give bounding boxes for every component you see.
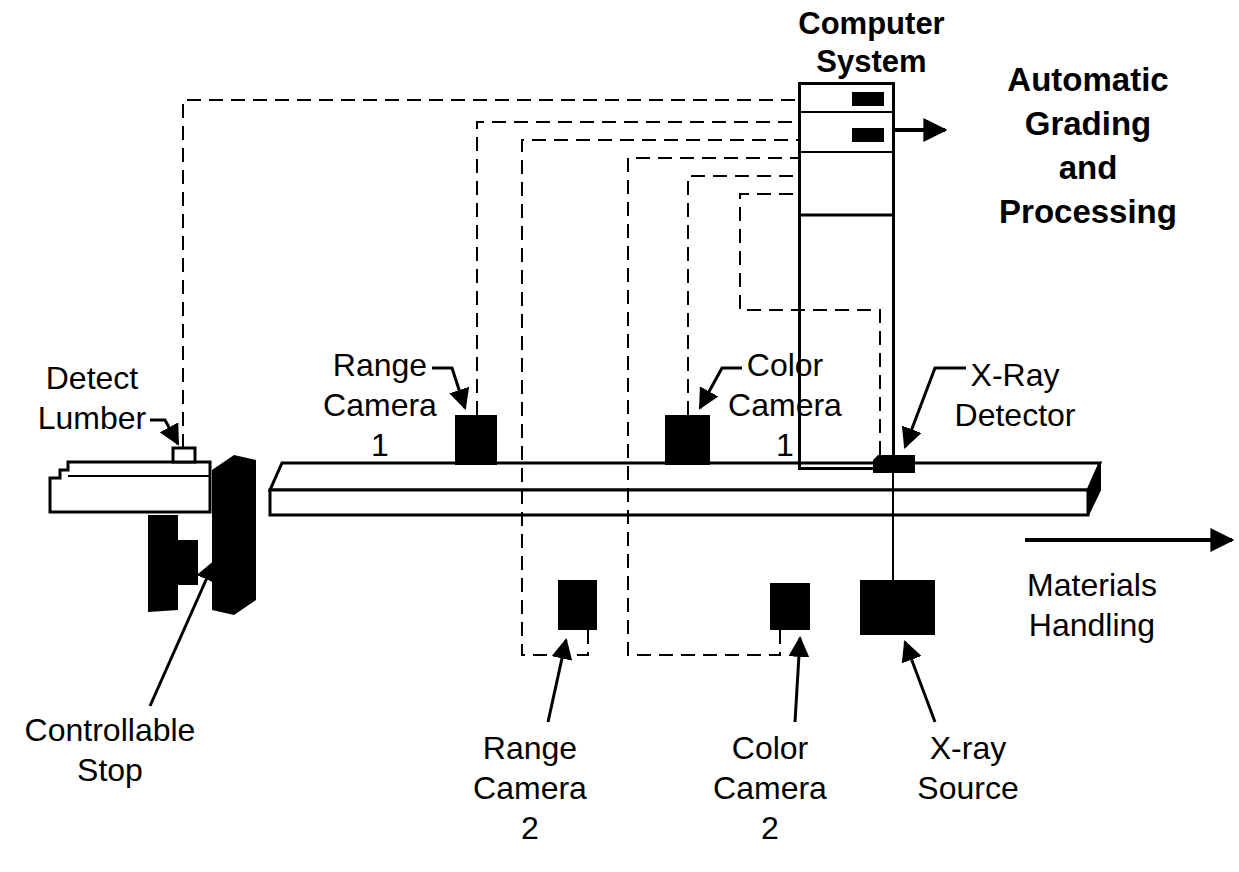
drive-slot bbox=[852, 92, 884, 106]
callout-label: Range Camera 1 bbox=[317, 345, 443, 465]
callout-label: Materials Handling bbox=[1020, 565, 1165, 645]
callout-label: Color Camera 2 bbox=[707, 728, 833, 848]
board-edge bbox=[68, 475, 210, 477]
callout-arrow bbox=[548, 640, 566, 722]
output-arrow bbox=[895, 128, 945, 132]
shelf-line bbox=[798, 151, 895, 153]
callout-label: Color Camera 1 bbox=[722, 345, 848, 465]
node-heading: Computer System bbox=[787, 5, 957, 81]
callout-arrow bbox=[432, 368, 465, 408]
shelf-line bbox=[798, 111, 895, 113]
cabinet-detail bbox=[798, 92, 895, 215]
callout-arrow bbox=[905, 642, 935, 722]
callout-label: Detect Lumber bbox=[22, 358, 162, 438]
controllable-stop bbox=[212, 455, 256, 615]
callout-label: X-ray Source bbox=[908, 728, 1028, 808]
drive-slot bbox=[852, 128, 884, 142]
lumber-sensor bbox=[173, 448, 195, 462]
callout-arrow bbox=[150, 420, 178, 444]
callout-arrow bbox=[150, 562, 214, 706]
color-camera bbox=[770, 583, 810, 630]
incoming-board bbox=[50, 462, 210, 512]
board-front bbox=[270, 490, 1088, 515]
signal-lines bbox=[183, 100, 880, 655]
range-camera bbox=[558, 580, 597, 630]
callout-arrow bbox=[795, 638, 800, 722]
range-camera bbox=[455, 415, 497, 465]
board-end bbox=[1088, 463, 1100, 515]
callout-label: Controllable Stop bbox=[15, 710, 205, 790]
roller-support bbox=[148, 515, 198, 612]
flow-arrow bbox=[1025, 538, 1232, 542]
shelf-line bbox=[798, 214, 895, 217]
xray-beam bbox=[892, 473, 894, 580]
board-top bbox=[270, 463, 1100, 490]
color-camera bbox=[665, 415, 710, 465]
callout-label: X-Ray Detector bbox=[948, 355, 1083, 435]
xray-source bbox=[860, 580, 935, 635]
callout-label: Range Camera 2 bbox=[467, 728, 593, 848]
signal-line bbox=[183, 100, 798, 448]
callout-arrows bbox=[150, 368, 966, 722]
output-label: Automatic Grading and Processing bbox=[994, 58, 1182, 234]
